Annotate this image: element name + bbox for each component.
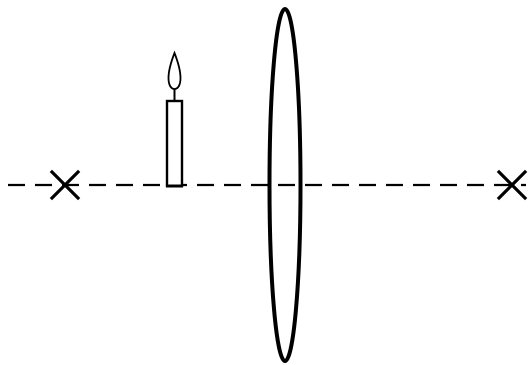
flame-icon <box>167 50 182 90</box>
candle-object <box>165 50 184 188</box>
candle-body <box>165 99 184 188</box>
focal-point-right-mark <box>496 169 528 201</box>
focal-point-left-mark <box>49 169 81 201</box>
convex-lens <box>267 7 303 363</box>
